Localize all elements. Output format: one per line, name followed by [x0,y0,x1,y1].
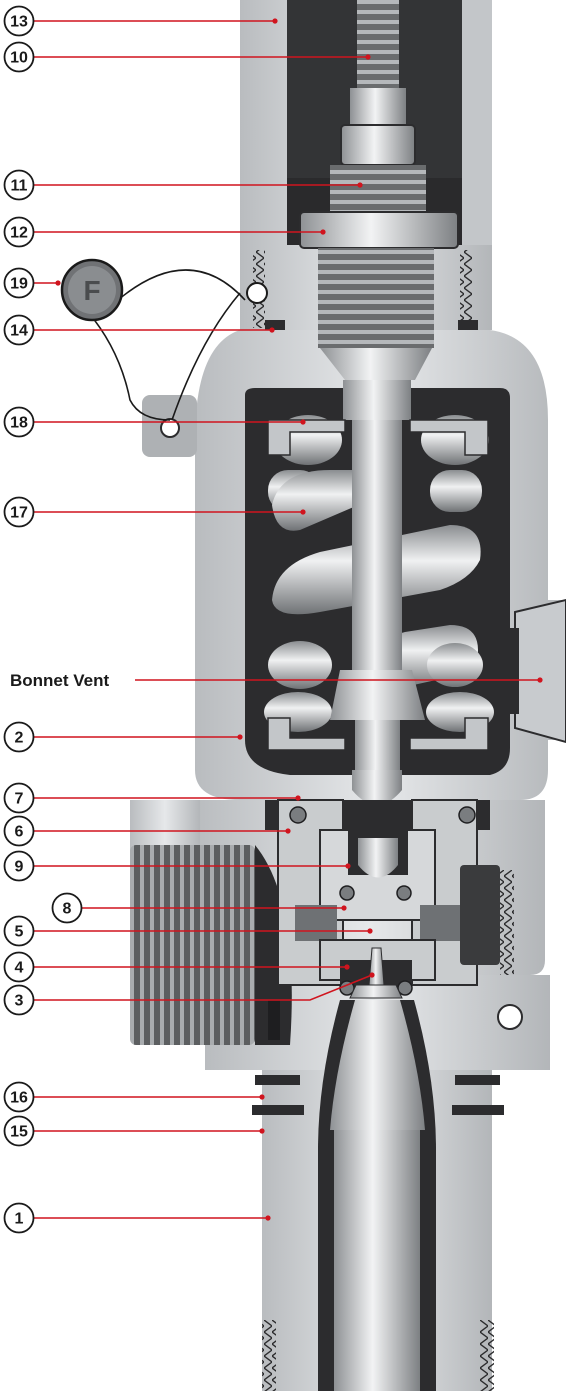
callout-label-7: 7 [15,791,24,808]
callout-circle-2 [3,721,35,753]
callout-12: 12 [3,216,326,248]
callout-circle-13 [3,5,35,37]
callout-circle-16 [3,1081,35,1113]
callout-15: 15 [3,1115,265,1147]
callout-circle-6 [3,815,35,847]
leader-dot-4 [344,964,350,970]
spring-washers [267,419,489,751]
bonnet-vent-fitting [505,598,566,744]
callout-circle-12 [3,216,35,248]
callout-8: 8 [51,892,347,924]
callout-circle-7 [3,782,35,814]
callout-label-3: 3 [15,993,24,1010]
leader-dot-19 [55,280,61,286]
leader-dot-9 [345,863,351,869]
outlet-port [130,845,292,1045]
callout-7: 7 [3,782,301,814]
callout-label-12: 12 [10,225,28,242]
callout-label-2: 2 [15,730,24,747]
leader-dot-12 [320,229,326,235]
callout-4: 4 [3,951,350,983]
callout-5: 5 [3,915,373,947]
callout-circle-5 [3,915,35,947]
callout-label-8: 8 [63,901,72,918]
leader-dot-2 [237,734,243,740]
callout-circle-18 [3,406,35,438]
leader-dot-1 [265,1215,271,1221]
seal-tag-letter: F [83,275,100,306]
callout-label-15: 15 [10,1124,28,1141]
leader-line-3 [34,974,373,1001]
callout-19: 19 [3,267,61,299]
callout-label-18: 18 [10,415,28,432]
leader-dot-8 [341,905,347,911]
callout-label-9: 9 [15,859,24,876]
callout-label-bonnet-vent: Bonnet Vent [10,671,110,690]
callout-label-16: 16 [10,1090,28,1107]
callout-label-19: 19 [10,276,28,293]
callout-label-1: 1 [15,1211,24,1228]
callout-circle-10 [3,41,35,73]
leader-dot-11 [357,182,363,188]
callout-circle-11 [3,169,35,201]
callout-6: 6 [3,815,291,847]
body-hole [497,1004,523,1030]
callout-11: 11 [3,169,363,201]
callout-bonnet-vent: Bonnet Vent [10,671,543,690]
callout-label-13: 13 [10,14,28,31]
leader-dot-18 [300,419,306,425]
callout-13: 13 [3,5,278,37]
callout-circle-17 [3,496,35,528]
callout-circle-3 [3,984,35,1016]
leader-dot-bonnet-vent [537,677,543,683]
callout-label-4: 4 [15,960,24,977]
callout-14: 14 [3,314,275,346]
spring [264,415,494,732]
callout-1: 1 [3,1202,271,1234]
screw-shank [318,248,434,348]
leader-dot-17 [300,509,306,515]
leader-dot-10 [365,54,371,60]
callout-2: 2 [3,721,243,753]
callout-label-10: 10 [10,50,28,67]
callout-18: 18 [3,406,306,438]
callout-circle-14 [3,314,35,346]
callout-circle-15 [3,1115,35,1147]
leader-dot-15 [259,1128,265,1134]
callout-label-14: 14 [10,323,28,340]
callout-label-6: 6 [15,824,24,841]
callout-circle-9 [3,850,35,882]
adjusting-screw [330,0,426,220]
leader-dot-14 [269,327,275,333]
leader-dot-5 [367,928,373,934]
seal-wire-hole [160,418,180,438]
leader-dot-16 [259,1094,265,1100]
callout-circle-4 [3,951,35,983]
callout-circle-8 [51,892,83,924]
o-rings [289,806,476,996]
callout-17: 17 [3,496,306,528]
spindle [320,348,432,805]
callout-circle-19 [3,267,35,299]
callout-9: 9 [3,850,351,882]
callout-label-11: 11 [11,178,28,195]
seat-retainer [252,1075,504,1115]
leader-dot-13 [272,18,278,24]
inlet-nozzle [318,1000,436,1391]
seal-tag: F [60,258,268,421]
callout-label-5: 5 [15,924,24,941]
callout-3: 3 [3,972,375,1016]
callout-label-17: 17 [10,505,28,522]
callout-16: 16 [3,1081,265,1113]
leader-dot-6 [285,828,291,834]
callout-10: 10 [3,41,371,73]
callout-circle-1 [3,1202,35,1234]
leader-dot-3 [369,972,375,978]
leader-dot-7 [295,795,301,801]
